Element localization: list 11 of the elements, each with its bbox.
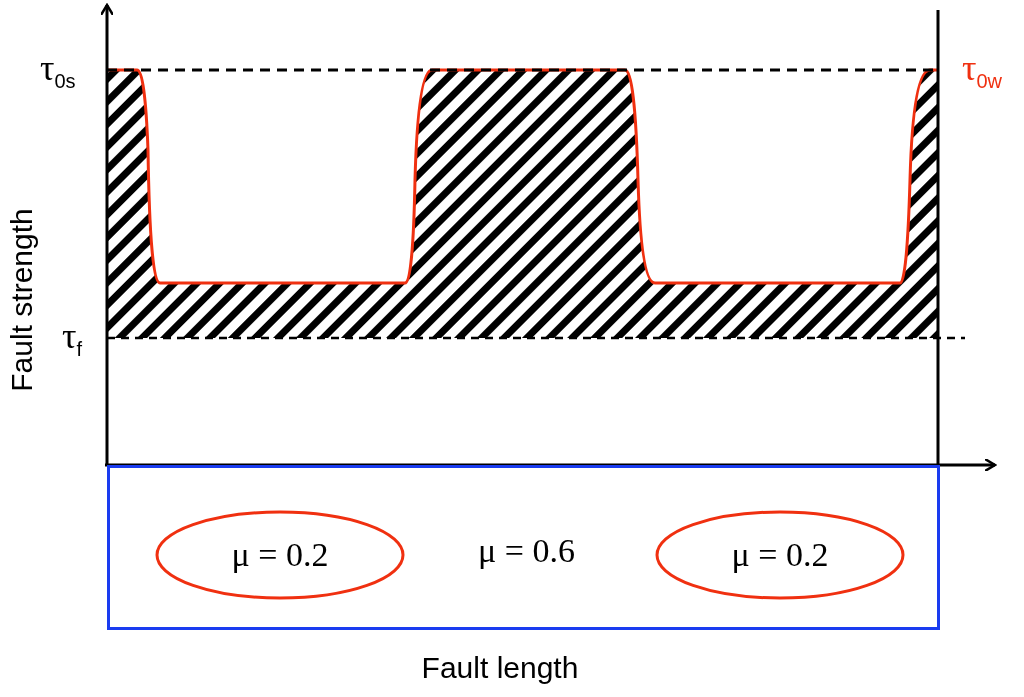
axis-title: Fault length xyxy=(421,653,579,683)
friction-label: μ = 0.2 xyxy=(731,536,829,574)
strength-level-label: τ$_{0w}$ xyxy=(962,50,1003,92)
friction-zone-box xyxy=(107,465,940,630)
friction-label: μ = 0.2 xyxy=(231,536,329,574)
friction-label: μ = 0.6 xyxy=(478,531,575,570)
weak-patch-ellipse xyxy=(155,510,405,600)
weak-patch-ellipse xyxy=(655,510,905,600)
axis-title: Fault strength xyxy=(7,208,37,392)
strength-level-label: τ$_{f}$ xyxy=(62,318,83,360)
strength-level-label: τ$_{0s}$ xyxy=(40,50,76,92)
